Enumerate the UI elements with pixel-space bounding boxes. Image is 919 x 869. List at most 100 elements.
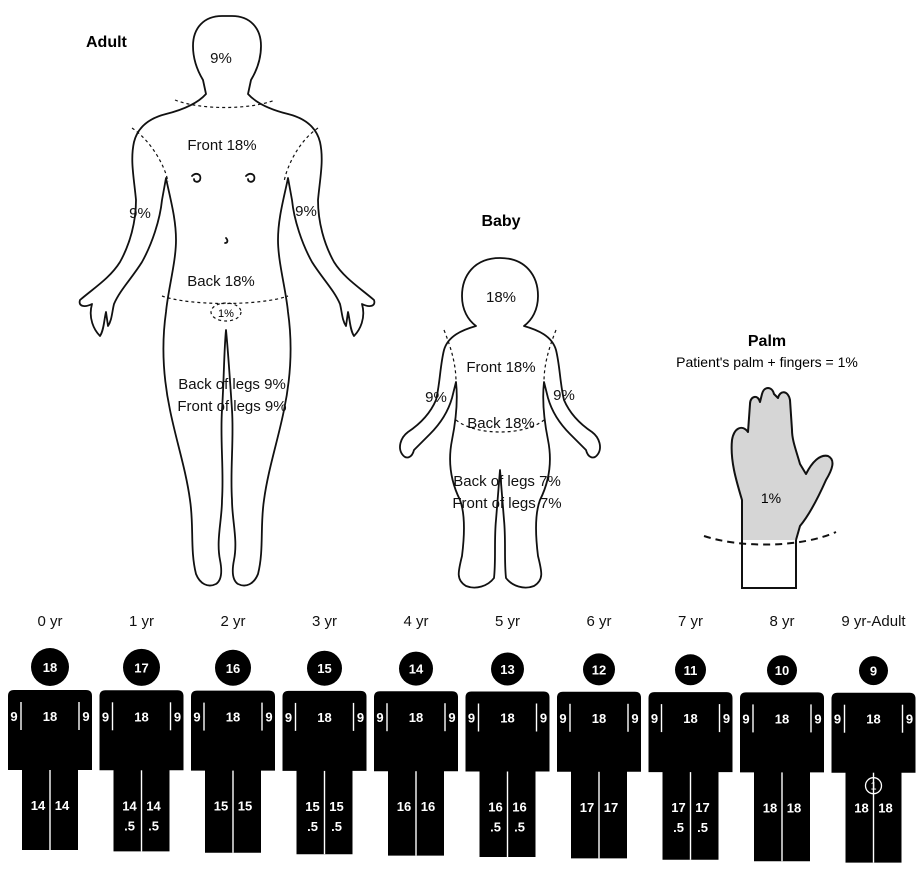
- arm-right-value: 9: [174, 709, 181, 724]
- adult-navel: [225, 238, 227, 243]
- baby-arm-left-label: 9%: [425, 389, 447, 406]
- age-label: 2 yr: [220, 613, 245, 630]
- baby-arm-right-label: 9%: [553, 387, 575, 404]
- age-label: 3 yr: [312, 613, 337, 630]
- head-value: 16: [226, 661, 240, 676]
- arm-left-value: 9: [193, 710, 200, 725]
- head-value: 18: [43, 660, 57, 675]
- arm-right-value: 9: [357, 710, 364, 725]
- arm-left-value: 9: [102, 709, 109, 724]
- baby-back-legs-label: Back of legs 7%: [453, 473, 561, 490]
- leg-right-value: 17: [604, 800, 618, 815]
- arm-right-value: 9: [814, 711, 821, 726]
- leg-right-value: 18: [787, 800, 801, 815]
- arm-right-value: 9: [540, 711, 547, 726]
- leg-left-value: 16: [488, 800, 502, 815]
- arm-right-value: 9: [448, 710, 455, 725]
- palm-title: Palm: [748, 333, 786, 350]
- age-figure: 3 yr 15 9 18 9 15 15 .5 .5: [283, 613, 367, 854]
- leg-left-value: 17: [671, 800, 685, 815]
- baby-title: Baby: [481, 213, 520, 230]
- baby-back-label: Back 18%: [467, 415, 535, 432]
- age-label: 1 yr: [129, 613, 154, 630]
- arm-left-value: 9: [10, 709, 17, 724]
- leg-right-value: 16: [512, 800, 526, 815]
- arm-left-value: 9: [651, 711, 658, 726]
- leg-right-value: 16: [421, 799, 435, 814]
- trunk-value: 18: [683, 711, 697, 726]
- arm-left-value: 9: [376, 710, 383, 725]
- head-value: 17: [134, 660, 148, 675]
- leg-right-value: 14: [146, 798, 161, 813]
- leg-right-value: 15: [238, 799, 252, 814]
- arm-left-value: 9: [285, 710, 292, 725]
- leg-left-value: 14: [122, 798, 137, 813]
- adult-head-label: 9%: [210, 50, 232, 67]
- trunk-value: 18: [866, 712, 880, 727]
- palm-caption: Patient's palm + fingers = 1%: [676, 354, 858, 370]
- adult-head-outline: [80, 16, 375, 586]
- groin-value: 1: [870, 781, 876, 793]
- age-figure: 2 yr1691891515: [191, 613, 275, 853]
- head-value: 11: [684, 663, 698, 678]
- baby-front-label: Front 18%: [466, 359, 535, 376]
- leg-right-value: 15: [329, 799, 343, 814]
- trunk-value: 18: [317, 710, 331, 725]
- trunk-value: 18: [592, 711, 606, 726]
- arm-right-value: 9: [82, 709, 89, 724]
- head-value: 9: [870, 664, 877, 679]
- arm-left-value: 9: [468, 711, 475, 726]
- trunk-value: 18: [134, 709, 148, 724]
- adult-arm-right-label: 9%: [295, 203, 317, 220]
- leg-left-value: 16: [397, 799, 411, 814]
- palm-value-label: 1%: [761, 490, 781, 506]
- arm-left-value: 9: [834, 712, 841, 727]
- baby-front-legs-label: Front of legs 7%: [452, 495, 561, 512]
- age-label: 7 yr: [678, 613, 703, 630]
- age-figure: 7 yr 11 9 18 9 17 17 .5 .5: [649, 613, 733, 860]
- arm-right-value: 9: [906, 712, 913, 727]
- head-value: 15: [317, 661, 331, 676]
- leg-left-fraction: .5: [673, 820, 684, 835]
- adult-nipple-right: [246, 174, 254, 182]
- adult-nipple-left: [192, 174, 200, 182]
- arm-right-value: 9: [265, 710, 272, 725]
- age-label: 0 yr: [37, 613, 62, 630]
- baby-head-label: 18%: [486, 289, 516, 306]
- leg-left-fraction: .5: [124, 818, 135, 833]
- leg-left-fraction: .5: [490, 820, 501, 835]
- adult-figure: [80, 16, 375, 586]
- trunk-value: 18: [226, 710, 240, 725]
- leg-right-value: 18: [878, 801, 892, 816]
- leg-right-fraction: .5: [148, 818, 159, 833]
- leg-right-fraction: .5: [697, 820, 708, 835]
- adult-back-legs-label: Back of legs 9%: [178, 376, 286, 393]
- arm-right-value: 9: [631, 711, 638, 726]
- adult-groin-label: 1%: [218, 308, 234, 320]
- arm-left-value: 9: [742, 711, 749, 726]
- adult-front-label: Front 18%: [187, 137, 256, 154]
- leg-left-value: 17: [580, 800, 594, 815]
- leg-left-value: 15: [305, 799, 319, 814]
- leg-right-fraction: .5: [331, 819, 342, 834]
- adult-labels: Adult 9% Front 18% 9% 9% Back 18% 1% Bac…: [86, 34, 317, 415]
- age-chart: 0 yr 18 9 18 9 14 141 yr 17 9 18 9 14 14 .5 .5 2 yr 16 9 1…: [8, 613, 916, 863]
- arm-right-value: 9: [723, 711, 730, 726]
- leg-right-value: 17: [695, 800, 709, 815]
- age-label: 8 yr: [769, 613, 794, 630]
- trunk-value: 18: [500, 711, 514, 726]
- palm-hand-shape: [732, 388, 833, 540]
- trunk-value: 18: [409, 710, 423, 725]
- leg-left-fraction: .5: [307, 819, 318, 834]
- palm-wrist: [742, 540, 796, 588]
- age-figure: 1 yr 17 9 18 9 14 14 .5 .5: [100, 613, 184, 851]
- age-label: 6 yr: [586, 613, 611, 630]
- leg-left-value: 18: [854, 801, 868, 816]
